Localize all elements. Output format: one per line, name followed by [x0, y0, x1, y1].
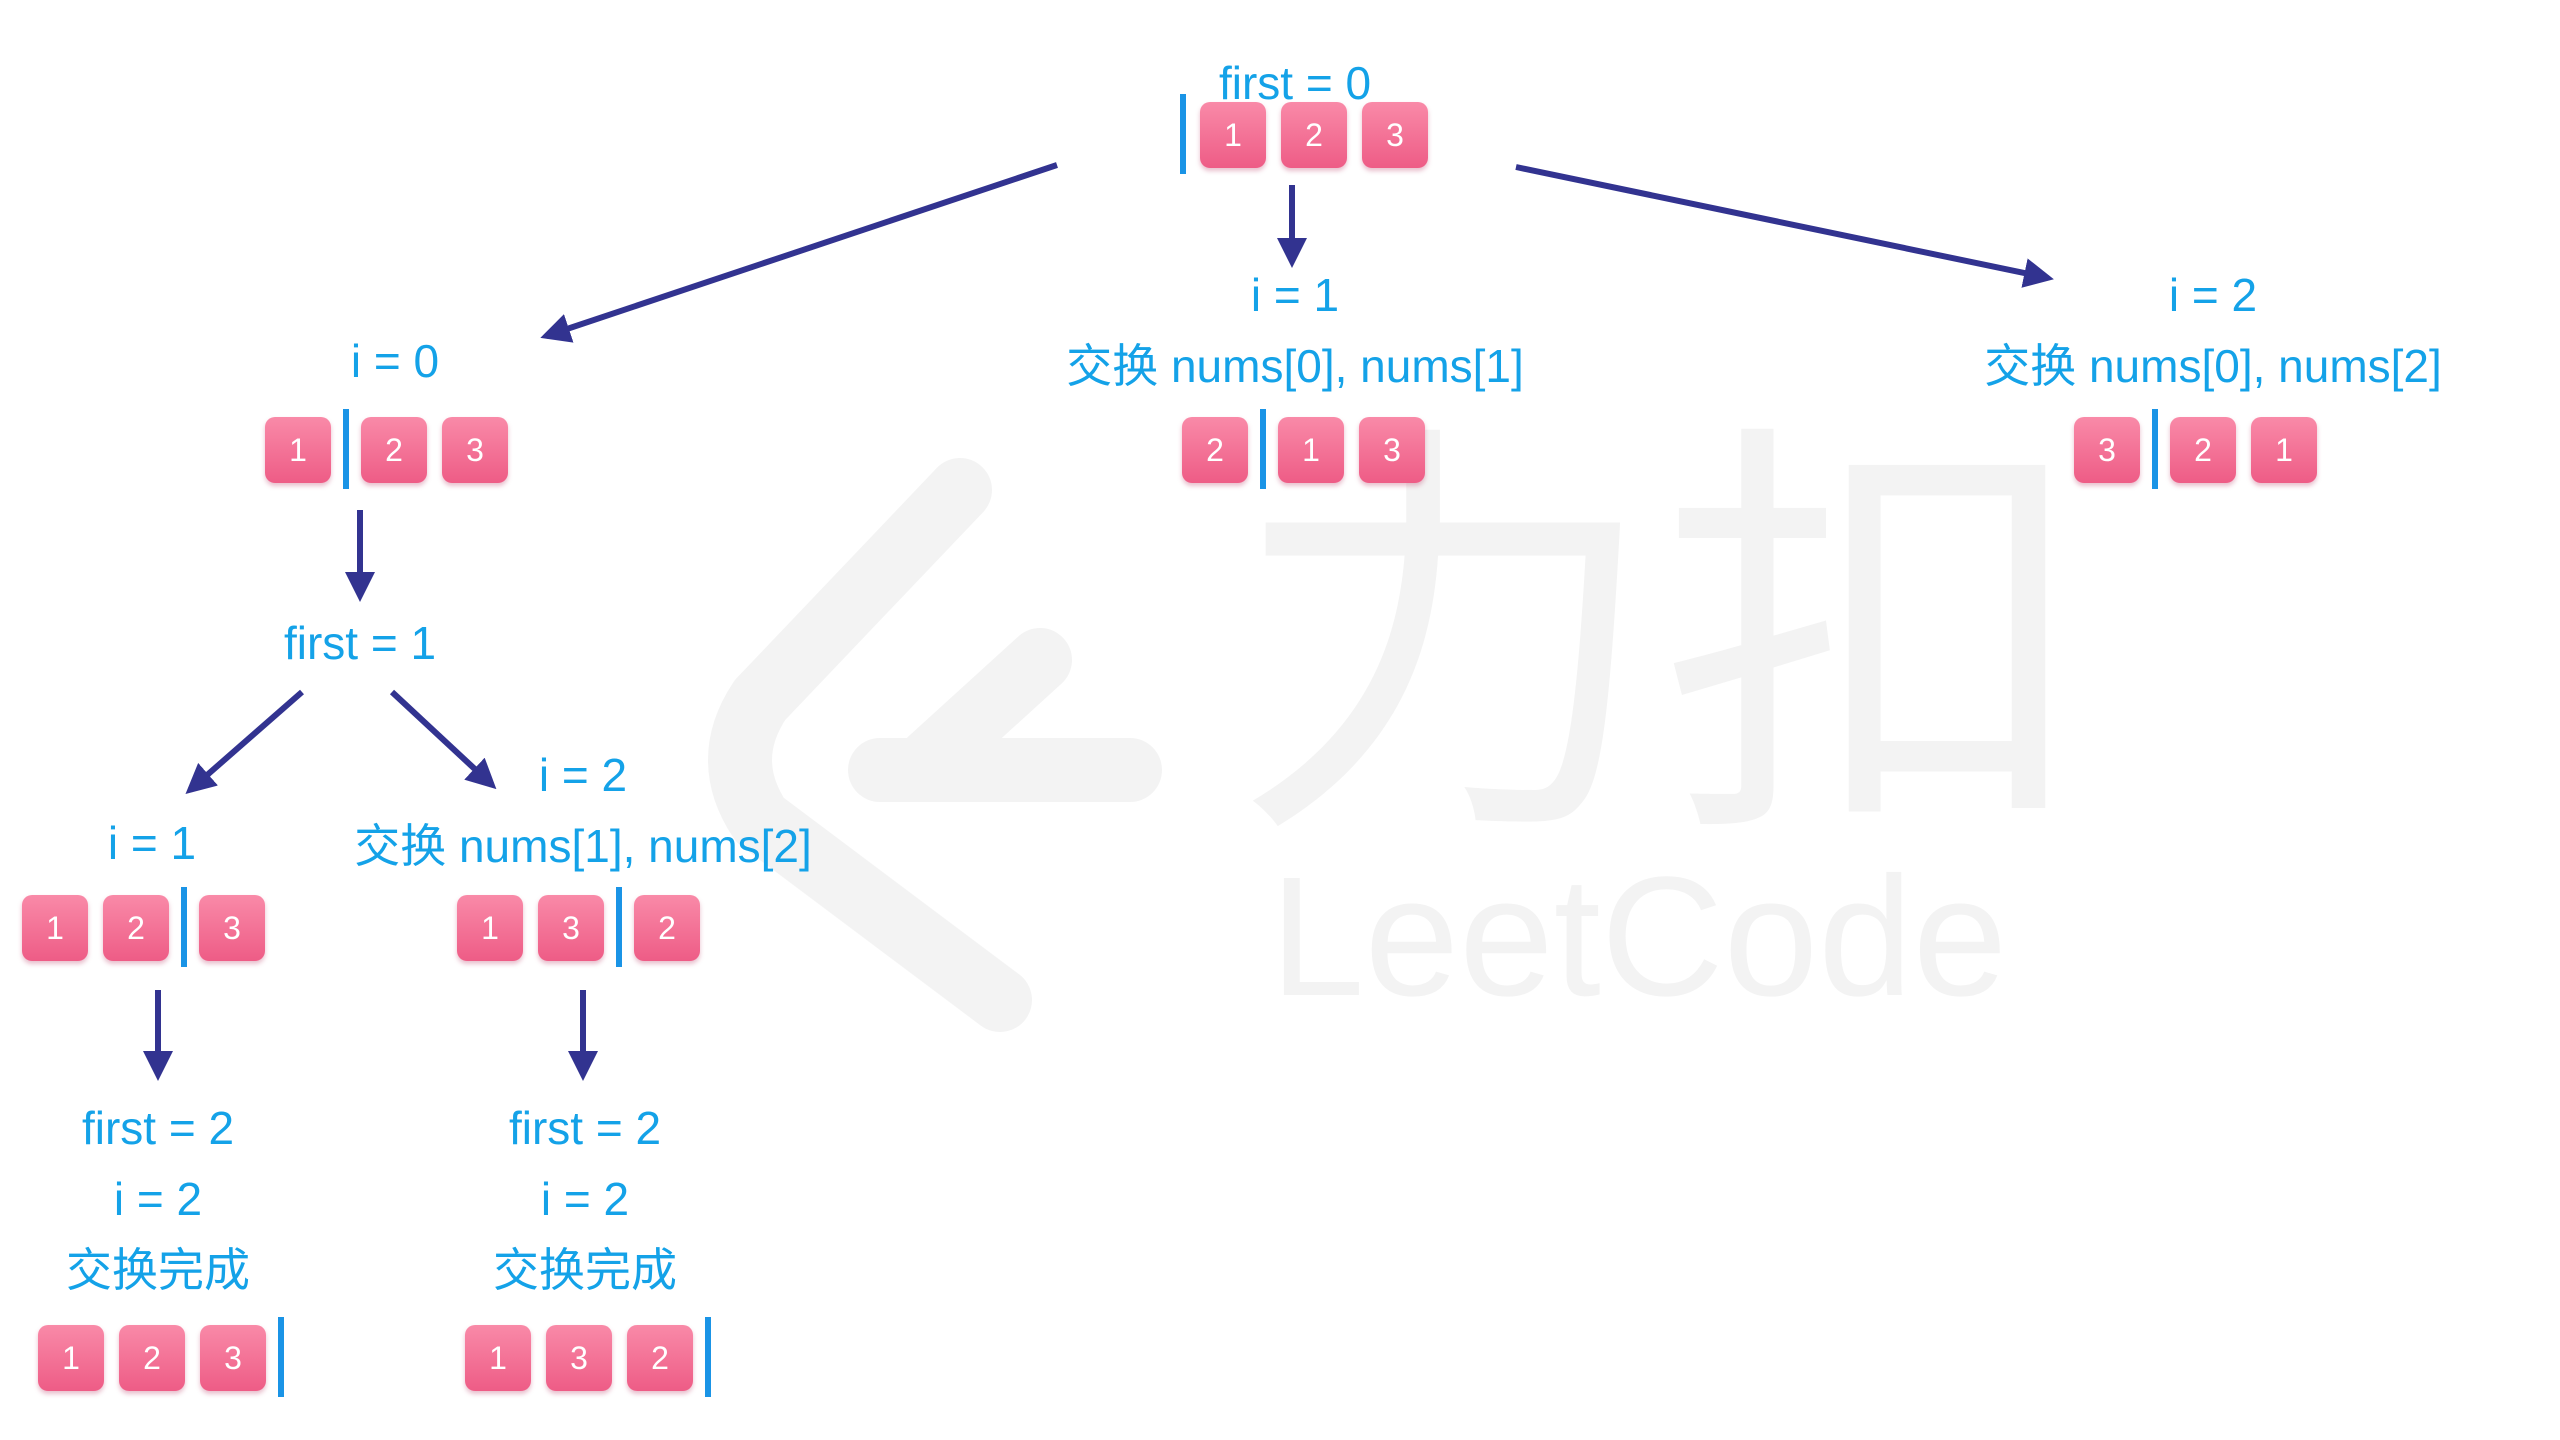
node-g1-cell-0: 1	[22, 895, 88, 961]
node-root-cell-1: 2	[1281, 102, 1347, 168]
node-l2-separator	[705, 1317, 711, 1397]
leetcode-logo-icon	[708, 458, 1162, 1032]
node-c1-cell-2: 3	[1359, 417, 1425, 483]
node-c1-label-1: 交换 nums[0], nums[1]	[1066, 340, 1524, 392]
node-l2-cell-2: 2	[627, 1325, 693, 1391]
node-c1-cell-0: 2	[1182, 417, 1248, 483]
node-c1-label-0: i = 1	[1250, 269, 1340, 321]
node-root-cell-0: 1	[1200, 102, 1266, 168]
node-c0-cell-0: 1	[265, 417, 331, 483]
node-g1-cell-1: 2	[103, 895, 169, 961]
node-g1-cell-2: 3	[199, 895, 265, 961]
node-g2-cell-1: 3	[538, 895, 604, 961]
node-c0-cell-2: 3	[442, 417, 508, 483]
edge-root-to-c2	[1515, 164, 2054, 288]
node-l2-label-1: i = 2	[540, 1173, 630, 1225]
node-l1-separator	[278, 1317, 284, 1397]
node-l1-cell-0: 1	[38, 1325, 104, 1391]
node-l2-cell-0: 1	[465, 1325, 531, 1391]
node-l1-cell-1: 2	[119, 1325, 185, 1391]
node-g2-label-1: 交换 nums[1], nums[2]	[354, 820, 812, 872]
node-l1-label-2: 交换完成	[66, 1244, 250, 1296]
node-c2-cell-1: 2	[2170, 417, 2236, 483]
node-g1-separator	[181, 887, 187, 967]
node-c1-separator	[1260, 409, 1266, 489]
node-c2-cell-0: 3	[2074, 417, 2140, 483]
watermark-subtext: LeetCode	[1270, 842, 2007, 1032]
node-root-cell-2: 3	[1362, 102, 1428, 168]
node-l1-label-1: i = 2	[113, 1173, 203, 1225]
node-l2-cell-1: 3	[546, 1325, 612, 1391]
node-c2-separator	[2152, 409, 2158, 489]
node-c0-cell-1: 2	[361, 417, 427, 483]
node-g2-separator	[616, 887, 622, 967]
node-g2-label-0: i = 2	[538, 749, 628, 801]
node-root-label-0: first = 0	[1218, 57, 1372, 109]
node-g1-label-0: i = 1	[107, 817, 197, 869]
node-l2-label-0: first = 2	[508, 1102, 662, 1154]
node-l1-cell-2: 3	[200, 1325, 266, 1391]
node-c2-label-1: 交换 nums[0], nums[2]	[1984, 340, 2442, 392]
node-root-separator	[1180, 94, 1186, 174]
node-g2-cell-0: 1	[457, 895, 523, 961]
node-c2-label-0: i = 2	[2168, 269, 2258, 321]
node-f1-label-0: first = 1	[283, 617, 437, 669]
node-c1-cell-1: 1	[1278, 417, 1344, 483]
edge-root-to-c0	[540, 162, 1058, 343]
edge-f1-to-g1	[185, 689, 304, 794]
node-c0-label-0: i = 0	[350, 335, 440, 387]
node-g2-cell-2: 2	[634, 895, 700, 961]
node-l1-label-0: first = 2	[81, 1102, 235, 1154]
node-c2-cell-2: 1	[2251, 417, 2317, 483]
node-l2-label-2: 交换完成	[493, 1244, 677, 1296]
node-c0-separator	[343, 409, 349, 489]
edge-f1-to-g2	[389, 689, 497, 790]
